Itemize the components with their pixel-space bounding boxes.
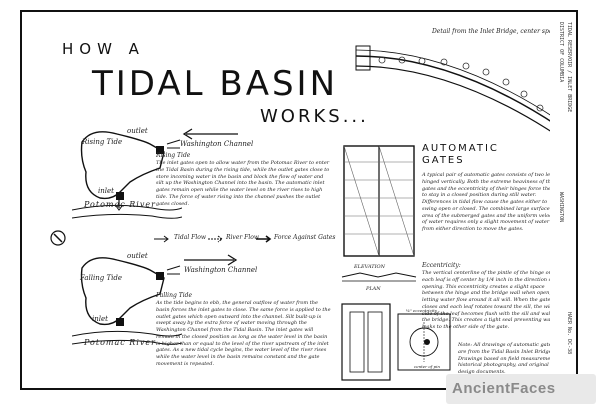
watermark-logo: AncientFaces	[452, 380, 556, 397]
tidal-flow-legend-icon	[154, 235, 169, 243]
north-arrow-icon	[50, 230, 66, 246]
gate-plan-drawing	[341, 272, 417, 282]
center-of-pin-label: center of pin	[414, 364, 440, 369]
tidal-flow-arrow-top	[182, 128, 238, 140]
title-block-sheet-number: HAER No. DC-38	[566, 312, 572, 355]
bridge-detail-drawing	[355, 45, 559, 137]
label-washington-channel-bottom: Washington Channel	[184, 266, 258, 274]
title-block-line-1: TIDAL RESERVOIR / INLET BRIDGE	[566, 22, 572, 113]
falling-tide-diagram	[72, 257, 182, 345]
river-flow-legend-icon	[208, 235, 223, 243]
eccentricity-heading: Eccentricity:	[422, 262, 461, 269]
label-inlet-bottom: inlet	[92, 315, 108, 323]
legend-tidal-flow: Tidal Flow	[174, 234, 206, 241]
drawings-note: Note: All drawings of automatic gates ar…	[458, 342, 560, 375]
gate-elevation-drawing	[343, 145, 415, 257]
falling-tide-heading: Falling Tide	[156, 292, 193, 299]
rising-tide-heading: Rising Tide	[156, 152, 191, 159]
force-legend-icon	[256, 235, 272, 243]
plan-label: PLAN	[366, 286, 381, 292]
label-potomac-river-top: Potomac River	[84, 200, 156, 209]
title-line-3: WORKS...	[260, 106, 369, 127]
label-potomac-river-bottom: Potomac River	[84, 338, 156, 347]
watermark-background	[446, 374, 596, 404]
automatic-gates-heading-1: AUTOMATIC	[422, 143, 499, 154]
falling-tide-text: As the tide begins to ebb, the general o…	[156, 300, 331, 367]
title-block-line-3: WASHINGTON	[558, 192, 564, 223]
label-inlet-top: inlet	[98, 187, 114, 195]
label-washington-channel-top: Washington Channel	[180, 140, 254, 148]
rising-tide-text: The inlet gates open to allow water from…	[156, 160, 330, 207]
title-block: TIDAL RESERVOIR / INLET BRIDGE DISTRICT …	[550, 10, 578, 390]
label-falling-tide: Falling Tide	[80, 274, 123, 282]
title-line-1: HOW A	[62, 40, 145, 58]
detail-caption: Detail from the Inlet Bridge, center spa…	[432, 28, 557, 35]
hinge-detail-drawing	[341, 303, 391, 381]
label-outlet-bottom: outlet	[127, 252, 148, 260]
legend-force-against-gates: Force Against Gates	[274, 234, 336, 241]
pin-eccentricity-label: ¼" eccentricity	[406, 308, 437, 313]
rising-tide-diagram	[72, 131, 182, 219]
elevation-label: ELEVATION	[354, 264, 386, 270]
label-rising-tide: Rising Tide	[82, 138, 123, 146]
automatic-gates-text: A typical pair of automatic gates consis…	[422, 172, 562, 232]
eccentricity-text: The vertical centerline of the pintle of…	[422, 270, 564, 330]
drawing-sheet: HOW A TIDAL BASIN WORKS... outlet Washin…	[20, 10, 572, 390]
pin-detail-drawing	[397, 313, 451, 371]
automatic-gates-heading-2: GATES	[422, 155, 465, 166]
title-block-line-2: DISTRICT OF COLUMBIA	[558, 22, 564, 83]
title-line-2: TIDAL BASIN	[92, 64, 339, 104]
label-outlet-top: outlet	[127, 127, 148, 135]
tidal-flow-arrow-bottom	[184, 254, 238, 266]
legend-river-flow: River Flow	[226, 234, 259, 241]
